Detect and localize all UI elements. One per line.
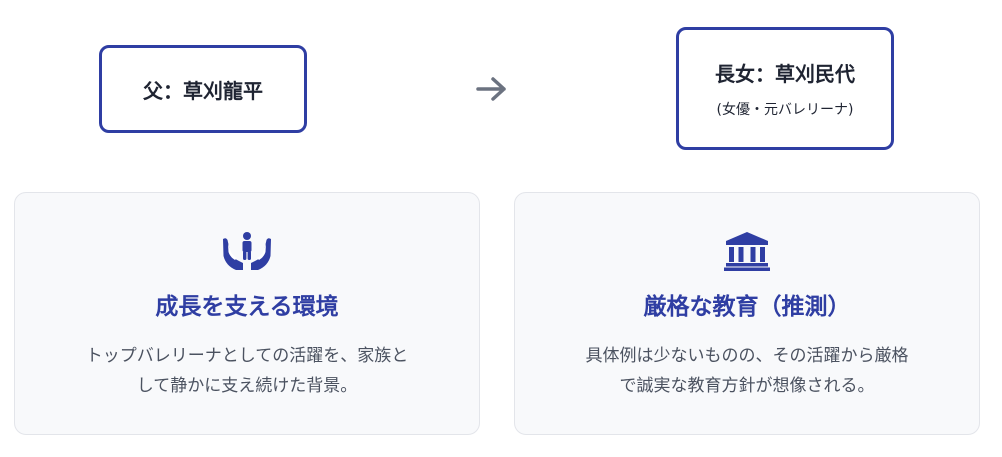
card-description-line: トップバレリーナとしての活躍を、家族と bbox=[85, 346, 409, 366]
daughter-note: (女優・元バレリーナ) bbox=[716, 102, 854, 118]
card-title: 成長を支える環境 bbox=[155, 294, 339, 320]
card-environment: 成長を支える環境 トップバレリーナとしての活躍を、家族と して静かに支え続けた背… bbox=[14, 192, 480, 435]
daughter-name: 長女：草刈民代 bbox=[715, 62, 855, 86]
card-description: 具体例は少ないものの、その活躍から厳格 で誠実な教育方針が想像される。 bbox=[545, 341, 949, 401]
hands-holding-child-icon bbox=[223, 232, 271, 270]
card-title: 厳格な教育（推測） bbox=[643, 294, 851, 320]
card-description-line: 具体例は少ないものの、その活躍から厳格 bbox=[585, 346, 909, 366]
card-education: 厳格な教育（推測） 具体例は少ないものの、その活躍から厳格 で誠実な教育方針が想… bbox=[514, 192, 980, 435]
institution-building-icon bbox=[724, 232, 770, 271]
card-description: トップバレリーナとしての活躍を、家族と して静かに支え続けた背景。 bbox=[45, 341, 449, 401]
card-description-line: で誠実な教育方針が想像される。 bbox=[619, 376, 875, 396]
arrow-right-icon bbox=[476, 77, 506, 101]
daughter-box: 長女：草刈民代 (女優・元バレリーナ) bbox=[676, 27, 894, 150]
father-name: 父：草刈龍平 bbox=[143, 78, 263, 103]
card-description-line: して静かに支え続けた背景。 bbox=[136, 376, 358, 396]
father-box: 父：草刈龍平 bbox=[99, 45, 307, 133]
